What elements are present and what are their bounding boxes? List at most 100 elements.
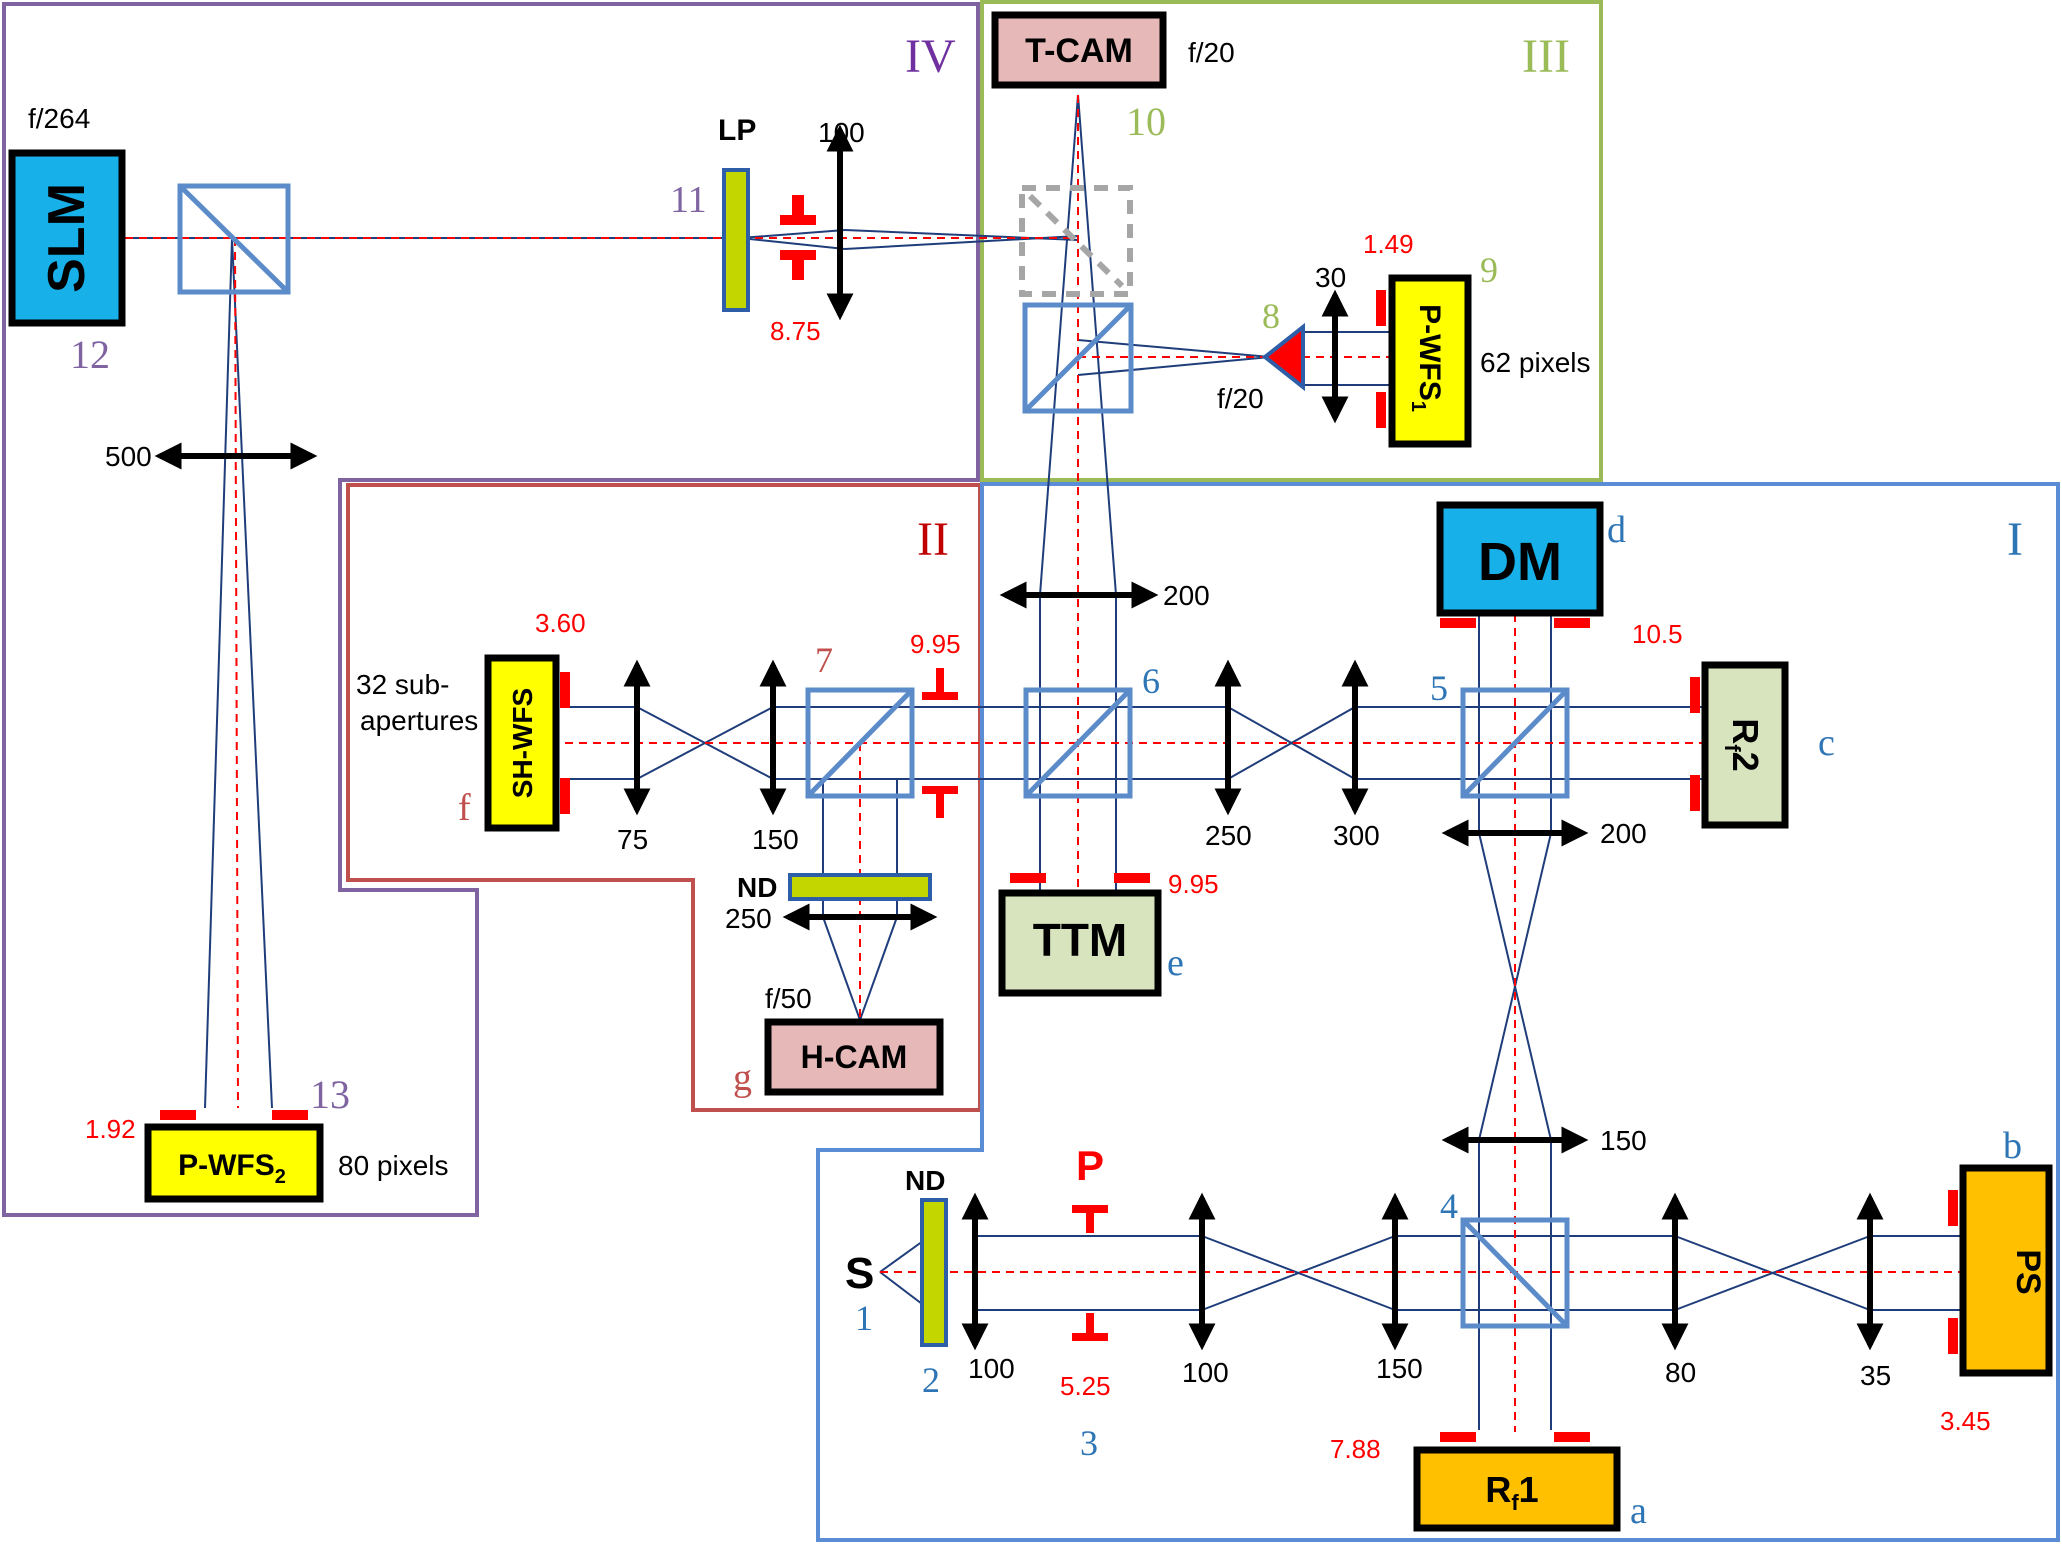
tag-7: 7	[815, 640, 833, 680]
tag-a: a	[1630, 1490, 1647, 1532]
dm-mount-a	[1440, 618, 1476, 628]
svg-text:Rf1: Rf1	[1485, 1469, 1538, 1515]
source-label: S	[845, 1249, 874, 1298]
slm: SLM	[8, 149, 126, 327]
ps-mount-a	[1948, 1190, 1958, 1226]
lens-label-100-a: 100	[968, 1353, 1015, 1384]
svg-text:Rf2: Rf2	[1720, 718, 1766, 771]
pupil-size-pwfs2: 1.92	[85, 1114, 136, 1144]
region-label-iii: III	[1522, 30, 1570, 83]
nd-filter-ii	[788, 873, 932, 901]
beam-splitter-slm	[177, 183, 291, 295]
rf1-mount-a	[1440, 1432, 1476, 1442]
pupil-size-bs7: 9.95	[910, 629, 961, 659]
t-cam: T-CAM	[991, 11, 1167, 89]
pupil-size-shwfs: 3.60	[535, 608, 586, 638]
tag-11: 11	[670, 179, 707, 221]
lens-label-200-ttm: 200	[1163, 580, 1210, 611]
nd-label-ii: ND	[737, 872, 777, 903]
beam-splitter-5	[1460, 687, 1570, 799]
lens-label-250-h: 250	[725, 903, 772, 934]
beam-splitters	[177, 183, 1570, 1329]
tag-2: 2	[922, 1360, 940, 1400]
p-wfs1: P-WFS1	[1388, 274, 1472, 448]
tag-10: 10	[1126, 99, 1166, 144]
pupil-label: P	[1076, 1142, 1104, 1189]
region-i-outline	[816, 482, 2060, 1542]
pupil-size-pwfs1: 1.49	[1363, 229, 1414, 259]
beam-splitter-7	[805, 687, 915, 799]
pyramid-8	[1261, 322, 1305, 392]
svg-text:P-WFS1: P-WFS1	[1407, 304, 1446, 412]
sh-subapertures-line1: 32 sub-	[356, 669, 449, 700]
lens-label-100-top: 100	[818, 117, 865, 148]
h-cam: H-CAM	[764, 1018, 944, 1096]
pupil-size-pupil-stop: 5.25	[1060, 1371, 1111, 1401]
pupil-size-rf2: 10.5	[1632, 619, 1683, 649]
tag-f: f	[458, 787, 471, 829]
stops	[780, 195, 1108, 1341]
rf1-mount-b	[1554, 1432, 1590, 1442]
region-label-iv: IV	[905, 30, 956, 83]
lens-label-35: 35	[1860, 1360, 1891, 1391]
lens-label-80: 80	[1665, 1357, 1696, 1388]
tag-d: d	[1607, 509, 1626, 551]
lenses	[154, 124, 1884, 1351]
region-iv-outline	[2, 2, 980, 1217]
tag-3: 3	[1080, 1423, 1098, 1463]
flip-mirror-dashed	[1019, 185, 1133, 297]
svg-text:P-WFS2: P-WFS2	[178, 1149, 286, 1188]
tag-g: g	[733, 1057, 752, 1099]
svg-text:SLM: SLM	[38, 183, 96, 293]
lens-label-300: 300	[1333, 820, 1380, 851]
beam-splitter-4	[1460, 1217, 1570, 1329]
h-cam-f-ratio: f/50	[765, 983, 812, 1014]
rf2-mount-a	[1690, 677, 1700, 713]
tag-b: b	[2003, 1125, 2022, 1167]
p-wfs1-mount	[1376, 290, 1386, 326]
ps-mount-b	[1948, 1318, 1958, 1354]
tag-8: 8	[1262, 296, 1280, 336]
region-label-i: I	[2007, 513, 2023, 566]
sh-wfs: SH-WFS	[484, 654, 560, 832]
rf2-mount-b	[1690, 775, 1700, 811]
svg-text:TTM: TTM	[1033, 914, 1128, 966]
pupil-size-ttm: 9.95	[1168, 869, 1219, 899]
pupil-size-slm-stop: 8.75	[770, 316, 821, 346]
tag-6: 6	[1142, 661, 1160, 701]
component-letter-tags: a b c d e f g	[458, 509, 2022, 1532]
pupil-size-rf1: 7.88	[1330, 1434, 1381, 1464]
optical-axis	[125, 95, 1965, 1432]
component-number-tags: 1 2 3 4 5 6 7 8 9 10 11 12 13	[70, 99, 1498, 1463]
lens-focal-length-labels: 100 500 30 200 75 150 250 250 300 200 15…	[105, 117, 1891, 1391]
region-label-ii: II	[917, 513, 949, 566]
ttm: TTM	[998, 889, 1162, 997]
tag-9: 9	[1480, 250, 1498, 290]
sh-subapertures-line2: apertures	[360, 705, 478, 736]
tag-12: 12	[70, 332, 110, 377]
lp-label: LP	[718, 114, 756, 147]
tag-5: 5	[1430, 668, 1448, 708]
beam-rays	[125, 94, 1965, 1430]
lens-label-200-dm: 200	[1600, 818, 1647, 849]
rf2: Rf2	[1701, 661, 1789, 829]
lp-polarizer	[722, 168, 750, 312]
dm-mount-b	[1554, 618, 1590, 628]
lens-label-150-sh: 150	[752, 824, 799, 855]
svg-text:DM: DM	[1478, 532, 1562, 592]
rf1: Rf1	[1413, 1446, 1621, 1532]
pupil-size-ps: 3.45	[1940, 1406, 1991, 1436]
tag-c: c	[1818, 722, 1835, 764]
beam-splitter-6	[1023, 687, 1133, 799]
p-wfs2-mount-b	[272, 1110, 308, 1120]
tag-13: 13	[310, 1072, 350, 1117]
tag-e: e	[1167, 942, 1184, 984]
lens-label-100-b: 100	[1182, 1357, 1229, 1388]
p-wfs1-pixels: 62 pixels	[1480, 347, 1591, 378]
slm-f-ratio: f/264	[28, 103, 90, 134]
sh-wfs-mount-b	[560, 778, 570, 814]
p-wfs2: P-WFS2	[144, 1123, 324, 1203]
svg-text:T-CAM: T-CAM	[1025, 32, 1133, 70]
lens-label-30: 30	[1315, 262, 1346, 293]
